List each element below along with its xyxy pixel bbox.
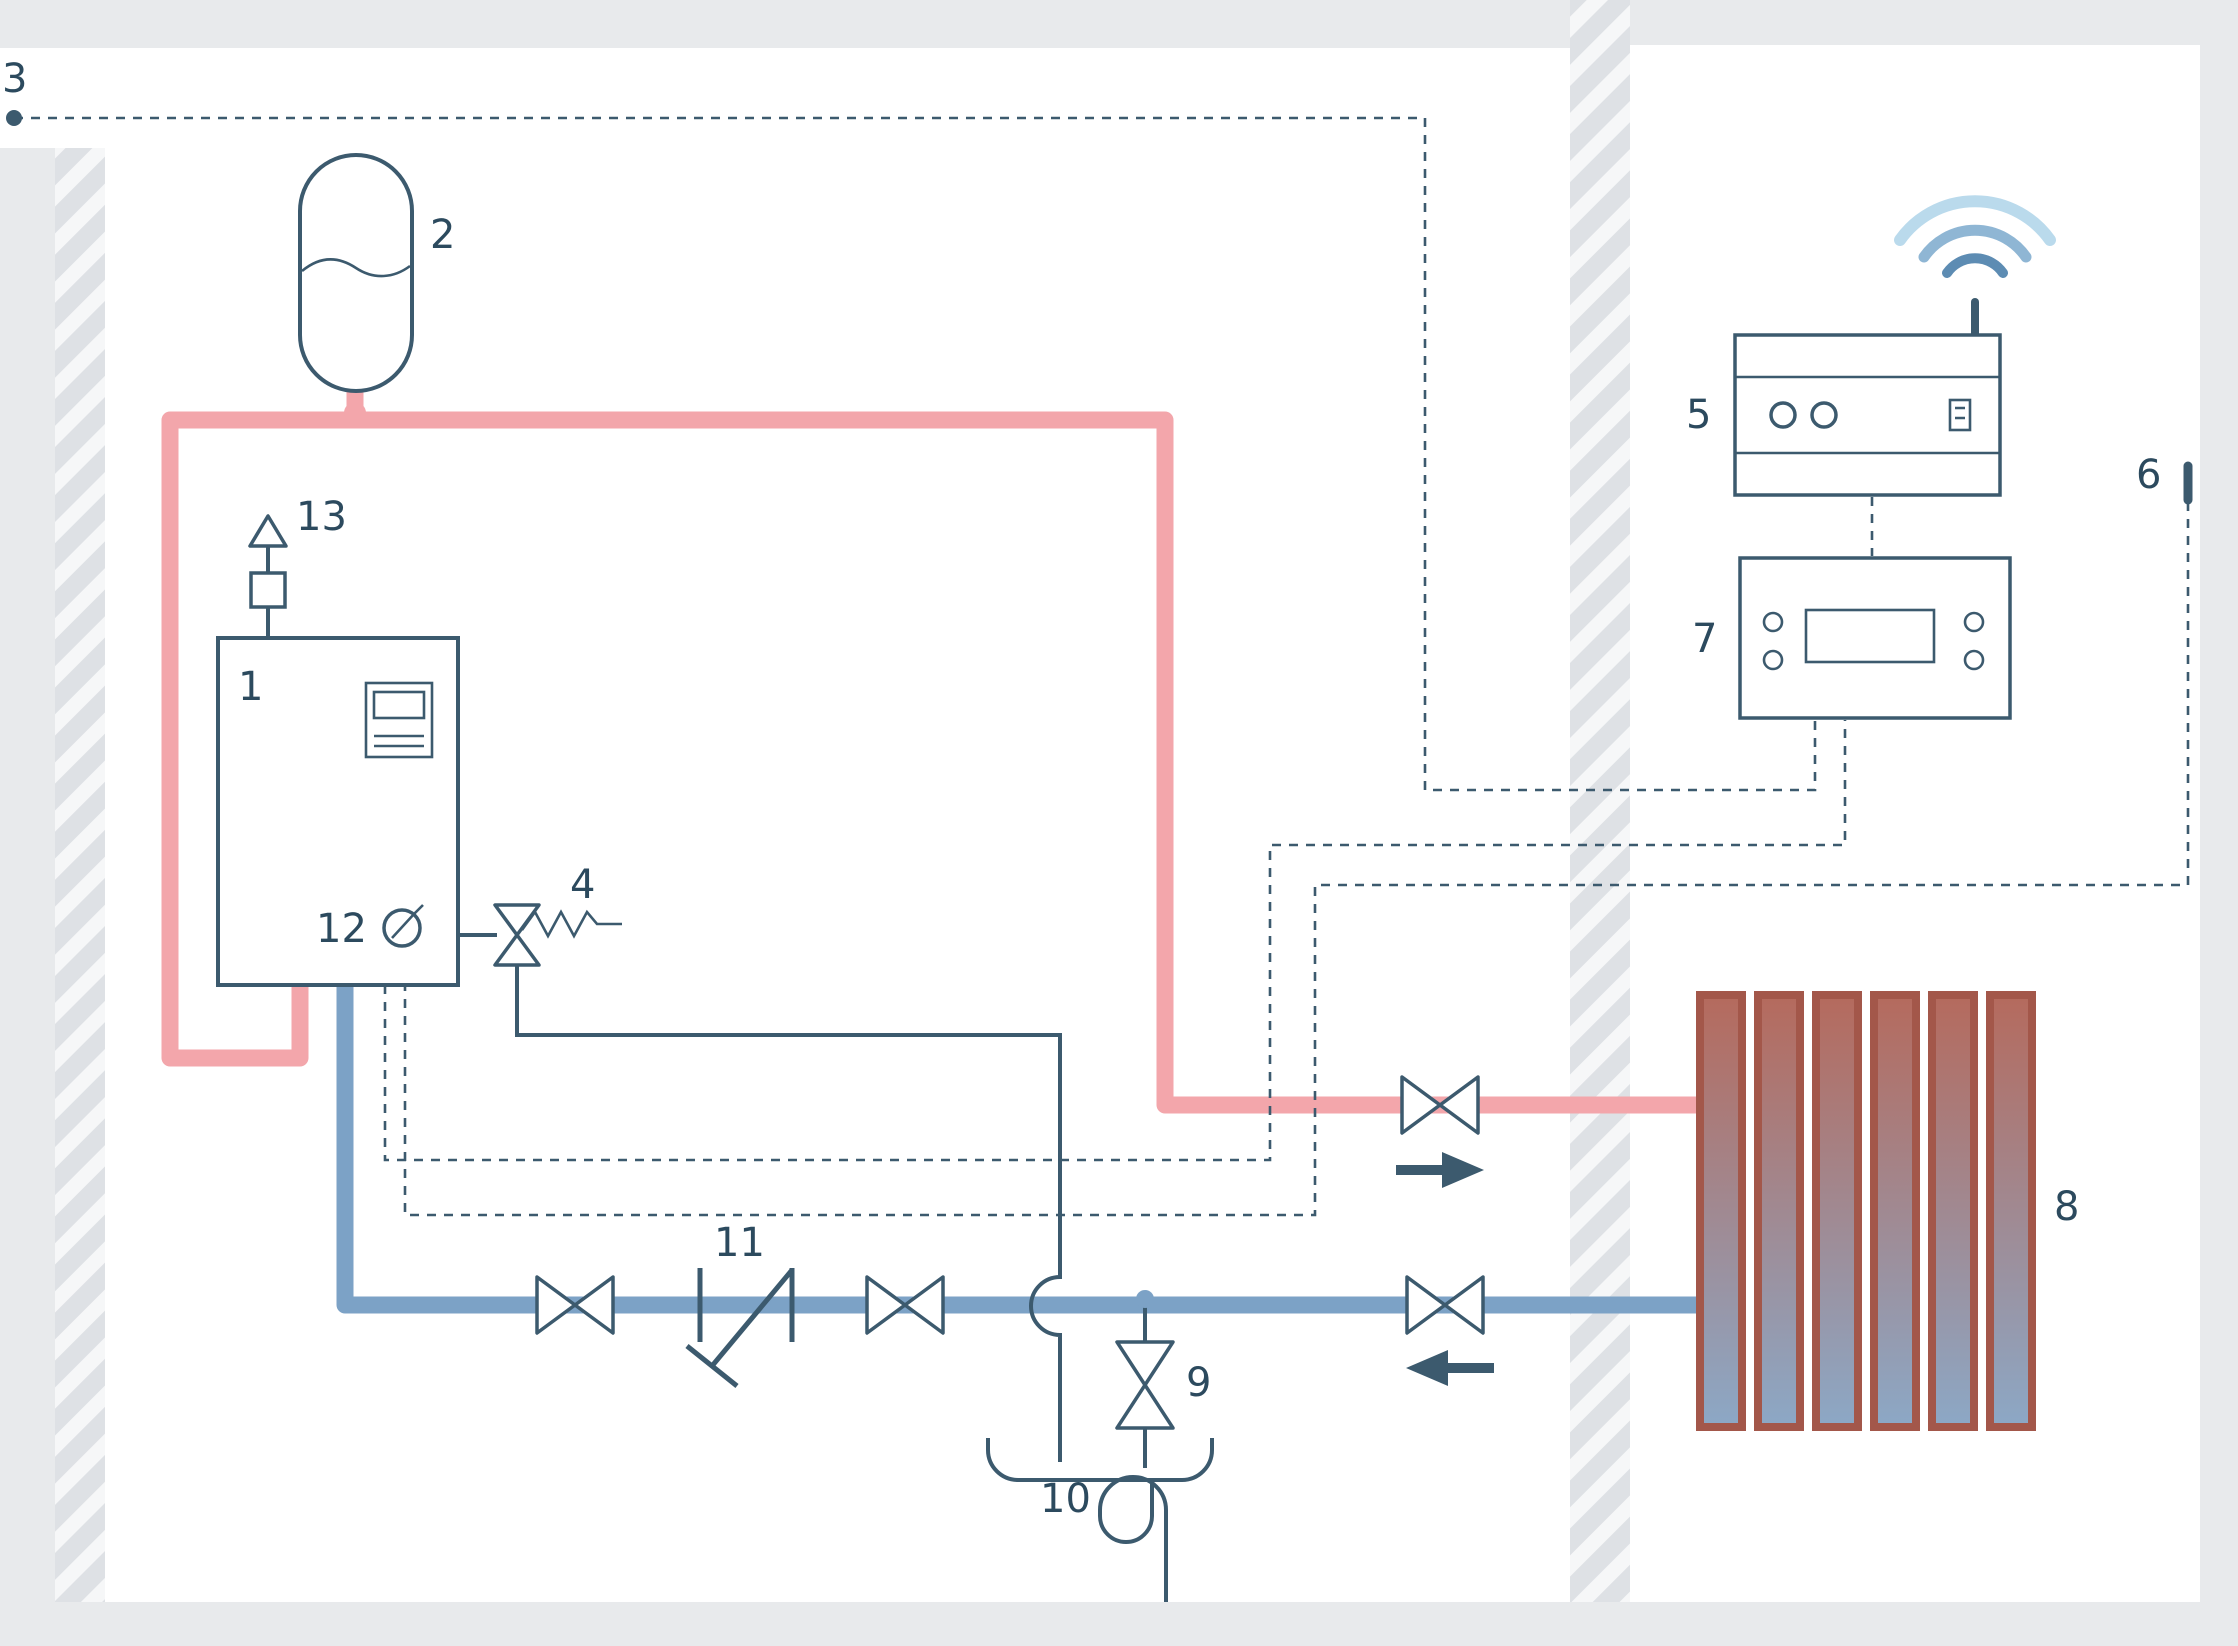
safety-valve-drain-line xyxy=(515,965,1062,1462)
control-wiring xyxy=(14,116,2190,1217)
return-tee-joint xyxy=(1136,1290,1154,1308)
label-safety-valve: 4 xyxy=(570,862,595,908)
thermostat-button xyxy=(1762,611,1784,633)
boiler-display xyxy=(364,681,434,759)
connector-port-icon xyxy=(1948,398,1972,432)
radiator-supply-valve xyxy=(1396,1075,1484,1188)
label-funnel: 10 xyxy=(1040,1476,1091,1522)
drain-valve xyxy=(1115,1340,1175,1430)
air-vent-triangle xyxy=(248,514,288,548)
label-control-unit: 5 xyxy=(1686,392,1711,438)
label-boiler: 1 xyxy=(238,664,263,710)
label-air-vent: 13 xyxy=(296,494,347,540)
pressure-gauge-icon xyxy=(382,904,424,948)
room-thermostat xyxy=(1738,556,2012,720)
air-vent-valve xyxy=(248,514,288,638)
radiator-bar xyxy=(1986,991,2036,1431)
thermostat-button xyxy=(1963,611,1985,633)
radiator-bar xyxy=(1754,991,1804,1431)
wifi-icon xyxy=(1894,195,2056,278)
wire-outdoor-sensor-to-thermostat xyxy=(14,116,1817,792)
radiator-return-valve xyxy=(1405,1275,1494,1386)
thermostat-button xyxy=(1762,649,1784,671)
label-pressure-gauge: 12 xyxy=(316,906,367,952)
radiator-bar xyxy=(1928,991,1978,1431)
return-pipe xyxy=(336,985,1700,1314)
spring-zigzag xyxy=(520,909,622,939)
label-expansion-vessel: 2 xyxy=(430,212,455,258)
safety-valve xyxy=(458,903,622,967)
thermostat-display xyxy=(1804,608,1936,664)
siphon-trap xyxy=(1098,1475,1168,1602)
radiator-bar xyxy=(1812,991,1862,1431)
membrane-line xyxy=(301,258,411,278)
thermostat-button xyxy=(1963,649,1985,671)
expansion-vessel xyxy=(298,153,414,393)
diagram-labels: 1 2 3 4 5 6 7 8 9 10 11 12 13 xyxy=(2,56,2161,1522)
return-shutoff-valve-2 xyxy=(865,1275,945,1335)
radiator-bar xyxy=(1696,991,1746,1431)
supply-pipe xyxy=(161,389,1700,1114)
middle-wall xyxy=(1570,0,1630,1602)
drain-plumbing xyxy=(515,965,1214,1602)
label-room-thermostat: 7 xyxy=(1692,616,1717,662)
return-shutoff-valve-1 xyxy=(535,1275,615,1335)
flow-arrow-right xyxy=(1396,1152,1484,1188)
wire-remote-sensor-to-boiler xyxy=(403,502,2190,1217)
check-valve xyxy=(685,1268,795,1388)
control-unit-button xyxy=(1810,401,1838,429)
label-remote-sensor: 6 xyxy=(2136,452,2161,498)
radiator xyxy=(1696,991,2036,1431)
outdoor-notch xyxy=(0,48,105,148)
label-drain-valve: 9 xyxy=(1186,1360,1211,1406)
supply-tee-joint xyxy=(344,402,366,424)
control-unit xyxy=(1733,195,2056,497)
label-check-valve: 11 xyxy=(714,1220,765,1266)
boiler xyxy=(216,636,460,987)
control-unit-button xyxy=(1769,401,1797,429)
left-wall xyxy=(55,148,105,1602)
radiator-bar xyxy=(1870,991,1920,1431)
funnel xyxy=(986,1438,1214,1482)
outdoor-sensor xyxy=(6,110,22,126)
label-outdoor-sensor: 3 xyxy=(2,56,27,102)
label-radiator: 8 xyxy=(2054,1184,2079,1230)
flow-arrow-left xyxy=(1406,1350,1494,1386)
